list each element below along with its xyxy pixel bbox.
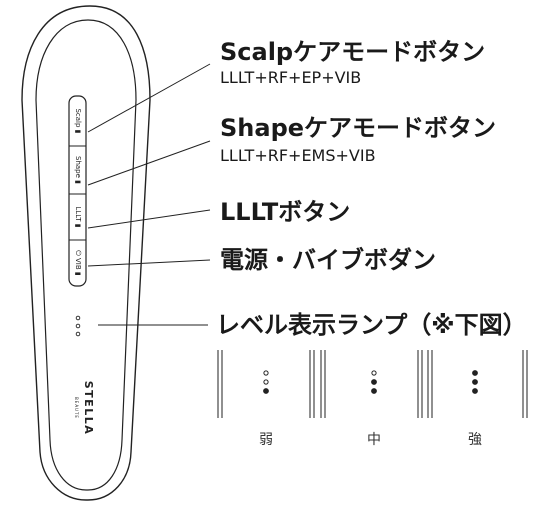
level-dot-off xyxy=(263,370,269,376)
button-strip xyxy=(68,95,87,287)
level-lamp-dots xyxy=(263,370,478,394)
level-dot-on xyxy=(371,379,377,385)
callout-power-title: 電源・バイブボダン xyxy=(220,246,436,274)
shape-button[interactable]: Shape ▮ xyxy=(74,156,82,184)
level-dot-on xyxy=(472,370,478,376)
leader-line-lllt xyxy=(87,209,211,229)
callout-shape-title: Shapeケアモードボタン xyxy=(220,114,497,142)
scalp-button[interactable]: Scalp ▮ xyxy=(74,108,82,133)
level-label-medium: 中 xyxy=(367,432,381,448)
lllt-button[interactable]: LLLT ▮ xyxy=(74,206,82,227)
power-vib-button[interactable]: ⏻ VIB ▮ xyxy=(74,250,82,276)
callout-level-title: レベル表示ランプ（※下図） xyxy=(216,311,527,339)
leader-line-power xyxy=(87,259,211,267)
level-dot-on xyxy=(472,388,478,394)
device-level-lamp xyxy=(75,323,81,329)
leader-line-scalp xyxy=(87,63,211,133)
level-label-strong: 強 xyxy=(468,432,482,448)
callout-shape-sub: LLLT+RF+EMS+VIB xyxy=(220,146,376,165)
brand-logo: STELLA xyxy=(82,381,95,435)
level-dot-off xyxy=(371,370,377,376)
level-dot-on xyxy=(263,388,269,394)
leader-line-shape xyxy=(87,140,211,186)
device-inner-outline xyxy=(35,19,137,491)
level-dot-on xyxy=(472,379,478,385)
callout-scalp-title: Scalpケアモードボタン xyxy=(220,38,486,66)
device-level-lamp xyxy=(75,315,81,321)
level-dot-off xyxy=(263,379,269,385)
device-level-lamp xyxy=(75,331,81,337)
level-label-weak: 弱 xyxy=(259,432,273,448)
level-frames xyxy=(217,350,528,418)
callout-scalp-sub: LLLT+RF+EP+VIB xyxy=(220,68,362,87)
brand-sub-logo: BEAUTE xyxy=(74,397,79,419)
device-outline xyxy=(21,5,151,501)
level-dot-on xyxy=(371,388,377,394)
callout-lllt-title: LLLTボタン xyxy=(220,198,351,226)
